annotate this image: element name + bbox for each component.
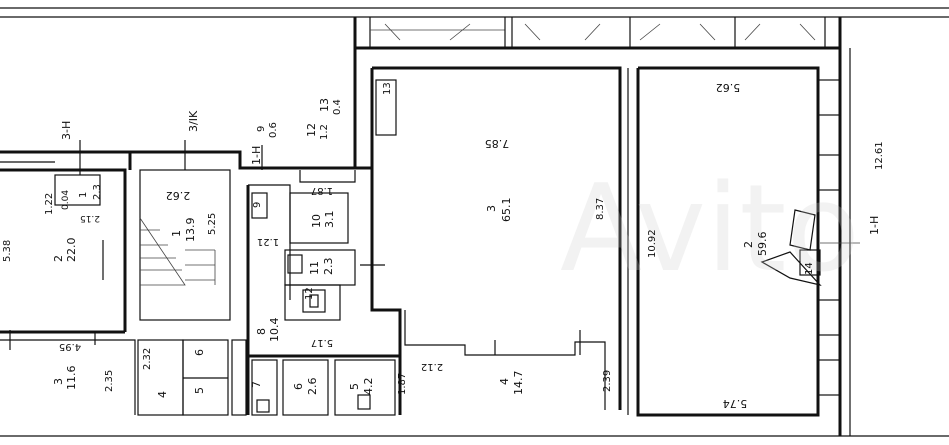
room-2-left-area: 22.0 bbox=[65, 238, 78, 263]
room-10-dim2: 1.21 bbox=[257, 236, 279, 247]
room-4-dim2: 2.39 bbox=[602, 370, 613, 392]
room-labels: 2.62 1 13.9 5.25 2 22.0 5.38 1 2.3 1.22 … bbox=[2, 81, 885, 410]
central-rooms bbox=[246, 168, 402, 415]
room-8-area: 10.4 bbox=[268, 318, 281, 343]
room-6-num: 6 bbox=[292, 383, 305, 390]
room-3-left-num: 3 bbox=[52, 378, 65, 385]
room-6-dim: 5.17 bbox=[311, 337, 333, 348]
watermark: Avito bbox=[560, 160, 860, 299]
room-5-num: 5 bbox=[348, 383, 361, 390]
room-2-left-dim: 5.38 bbox=[2, 240, 13, 262]
room-3-hall bbox=[370, 66, 622, 410]
room-1-num: 1 bbox=[170, 230, 183, 237]
axis-marker-3ik: 3/IK bbox=[187, 110, 200, 132]
room-1b-area: 2.3 bbox=[92, 184, 103, 200]
room-13b-num: 13 bbox=[382, 82, 393, 95]
room-2-right-dim-right: 12.61 bbox=[874, 141, 885, 170]
top-gallery bbox=[353, 17, 842, 50]
room-1b-dim2: 0.04 bbox=[61, 190, 71, 210]
room-1b-num: 1 bbox=[78, 192, 89, 198]
room-7-num: 7 bbox=[250, 381, 263, 388]
room-4-area: 14.7 bbox=[512, 371, 525, 396]
room-3-left-dim: 4.95 bbox=[59, 341, 81, 352]
room-14-num: 14 bbox=[804, 262, 815, 275]
room-4-dim: 2.12 bbox=[421, 361, 443, 372]
room-3-hall-area: 65.1 bbox=[500, 198, 513, 223]
room-1-dim2: 2.62 bbox=[166, 189, 191, 202]
room-5-dim: 1.87 bbox=[397, 373, 408, 395]
room-2-left-num: 2 bbox=[52, 255, 65, 262]
room-1-area: 13.9 bbox=[184, 218, 197, 243]
room-2-left bbox=[0, 168, 127, 334]
room-6-area: 2.6 bbox=[306, 378, 319, 396]
room-2-right-num: 2 bbox=[742, 241, 755, 248]
wc-room-6-num: 6 bbox=[193, 349, 206, 356]
room-5-area: 4.2 bbox=[362, 378, 375, 396]
axis-marker-1h-right: 1-H bbox=[868, 216, 881, 235]
room-13-num: 13 bbox=[318, 98, 331, 112]
axis-marker-3h: 3-H bbox=[60, 121, 73, 140]
room-1b-dim3: 2.15 bbox=[80, 213, 100, 223]
room-1b-dim: 1.22 bbox=[44, 193, 55, 215]
room-9b-num: 9 bbox=[256, 126, 267, 132]
room-2-right bbox=[627, 66, 860, 417]
room-13-area: 0.4 bbox=[332, 99, 343, 115]
room-2-right-area: 59.6 bbox=[756, 232, 769, 257]
wc-room-4-num: 4 bbox=[156, 391, 169, 398]
room-4-num: 4 bbox=[498, 378, 511, 385]
room-3-hall-dim-side: 8.37 bbox=[595, 198, 606, 220]
room-12b-num: 12 bbox=[304, 287, 315, 300]
room-2-right-dim-side: 10.92 bbox=[647, 229, 658, 258]
bottom-wcs bbox=[248, 354, 402, 416]
room-3-left-area: 11.6 bbox=[65, 366, 78, 391]
room-1-dim: 5.25 bbox=[207, 213, 218, 235]
room-3-hall-dim-top: 7.85 bbox=[485, 137, 510, 150]
room-8-num: 8 bbox=[255, 328, 268, 335]
room-9b-area: 0.6 bbox=[268, 122, 279, 138]
axis-markers: 3-H 3/IK 1-H 1-H bbox=[60, 110, 881, 235]
room-3-left-dim2: 2.35 bbox=[104, 370, 115, 392]
room-9-num: 9 bbox=[252, 202, 263, 208]
room-10-num: 10 bbox=[310, 214, 323, 228]
room-10-dim: 1.87 bbox=[311, 185, 333, 196]
room-12-num: 12 bbox=[305, 123, 318, 137]
room-12-area: 1.2 bbox=[319, 124, 330, 140]
axis-marker-1h-left: 1-H bbox=[250, 146, 263, 165]
room-10-area: 3.1 bbox=[323, 211, 336, 229]
wc-room-5-num: 5 bbox=[193, 387, 206, 394]
room-3-hall-num: 3 bbox=[485, 205, 498, 212]
room-11-area: 2.3 bbox=[322, 258, 335, 276]
room-2-right-dim-bottom: 5.74 bbox=[723, 397, 748, 410]
room-2-right-dim-top: 5.62 bbox=[716, 81, 741, 94]
room-11-num: 11 bbox=[308, 261, 321, 275]
wc-dim-232: 2.32 bbox=[142, 348, 153, 370]
left-bottom-rooms bbox=[0, 330, 247, 416]
